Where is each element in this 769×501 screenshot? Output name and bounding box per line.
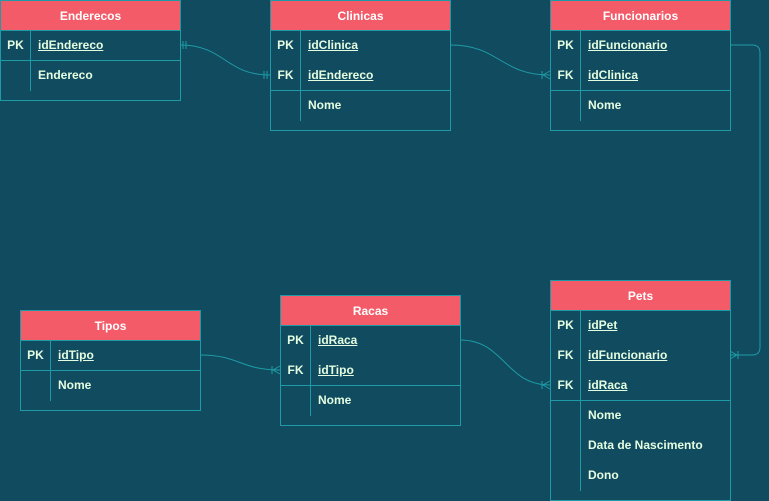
field-name: idFuncionario	[588, 348, 668, 362]
field-name: Dono	[588, 468, 619, 482]
table-row[interactable]: Endereco	[1, 61, 180, 91]
table-pets[interactable]: Pets PK idPet FK idFuncionario FK idRaca…	[550, 280, 731, 501]
key-label	[21, 371, 51, 401]
key-label	[281, 386, 311, 416]
table-row[interactable]: PK idEndereco	[1, 31, 180, 61]
key-label: FK	[551, 371, 581, 400]
field-name: idRaca	[318, 333, 358, 347]
field-name: idFuncionario	[588, 38, 668, 52]
link-enderecos-clinicas	[179, 44, 271, 76]
key-label: PK	[271, 31, 301, 61]
table-enderecos[interactable]: Enderecos PK idEndereco Endereco	[0, 0, 181, 101]
key-label: FK	[281, 356, 311, 385]
table-row[interactable]: Nome	[271, 91, 450, 121]
table-row[interactable]: Nome	[551, 91, 730, 121]
link-tipos-racas	[199, 354, 281, 371]
marker-one-enderecos	[182, 41, 187, 49]
link-racas-pets	[459, 339, 551, 386]
field-name: Nome	[588, 408, 622, 422]
table-row[interactable]: PK idFuncionario	[551, 31, 730, 61]
table-clinicas[interactable]: Clinicas PK idClinica FK idEndereco Nome	[270, 0, 451, 131]
table-tipos[interactable]: Tipos PK idTipo Nome	[20, 310, 201, 411]
key-label: FK	[551, 341, 581, 371]
table-title: Tipos	[21, 311, 200, 341]
table-row[interactable]: PK idPet	[551, 311, 730, 341]
marker-many-racas	[271, 365, 281, 375]
table-funcionarios[interactable]: Funcionarios PK idFuncionario FK idClini…	[550, 0, 731, 131]
table-row[interactable]: FK idFuncionario	[551, 341, 730, 371]
key-label: PK	[551, 311, 581, 341]
marker-one-clinicas	[263, 71, 268, 79]
field-name: Nome	[58, 378, 92, 392]
table-row[interactable]: PK idRaca	[281, 326, 460, 356]
table-row[interactable]: Nome	[21, 371, 200, 401]
table-racas[interactable]: Racas PK idRaca FK idTipo Nome	[280, 295, 461, 426]
table-row[interactable]: FK idEndereco	[271, 61, 450, 91]
field-name: Data de Nascimento	[588, 438, 703, 452]
field-name: idClinica	[588, 68, 639, 82]
table-row[interactable]: Nome	[281, 386, 460, 416]
field-name: Nome	[588, 98, 622, 112]
key-label: PK	[281, 326, 311, 356]
key-label	[551, 431, 581, 461]
table-row[interactable]: FK idClinica	[551, 61, 730, 91]
table-title: Pets	[551, 281, 730, 311]
key-label: PK	[1, 31, 31, 60]
marker-many-funcionarios	[541, 70, 551, 80]
key-label: PK	[21, 341, 51, 370]
field-name: idEndereco	[308, 68, 374, 82]
key-label: PK	[551, 31, 581, 61]
key-label	[551, 401, 581, 431]
table-row[interactable]: Data de Nascimento	[551, 431, 730, 461]
table-row[interactable]: Dono	[551, 461, 730, 491]
key-label	[551, 461, 581, 491]
field-name: idTipo	[58, 348, 94, 362]
table-title: Clinicas	[271, 1, 450, 31]
table-title: Enderecos	[1, 1, 180, 31]
field-name: Nome	[318, 393, 352, 407]
key-label: FK	[551, 61, 581, 90]
key-label: FK	[271, 61, 301, 90]
table-row[interactable]: PK idTipo	[21, 341, 200, 371]
key-label	[271, 91, 301, 121]
link-funcionarios-pets	[730, 44, 761, 356]
marker-many-pets-func	[729, 350, 739, 360]
table-row[interactable]: Nome	[551, 401, 730, 431]
table-title: Racas	[281, 296, 460, 326]
field-name: idClinica	[308, 38, 359, 52]
field-name: idEndereco	[38, 38, 104, 52]
field-name: idTipo	[318, 363, 354, 377]
table-title: Funcionarios	[551, 1, 730, 31]
field-name: Endereco	[38, 68, 93, 82]
table-row[interactable]: PK idClinica	[271, 31, 450, 61]
field-name: idRaca	[588, 378, 628, 392]
table-row[interactable]: FK idTipo	[281, 356, 460, 386]
field-name: Nome	[308, 98, 342, 112]
field-name: idPet	[588, 318, 618, 332]
link-clinicas-funcionarios	[449, 44, 551, 76]
table-row[interactable]: FK idRaca	[551, 371, 730, 401]
marker-many-pets-raca	[541, 380, 551, 390]
key-label	[551, 91, 581, 121]
key-label	[1, 61, 31, 91]
